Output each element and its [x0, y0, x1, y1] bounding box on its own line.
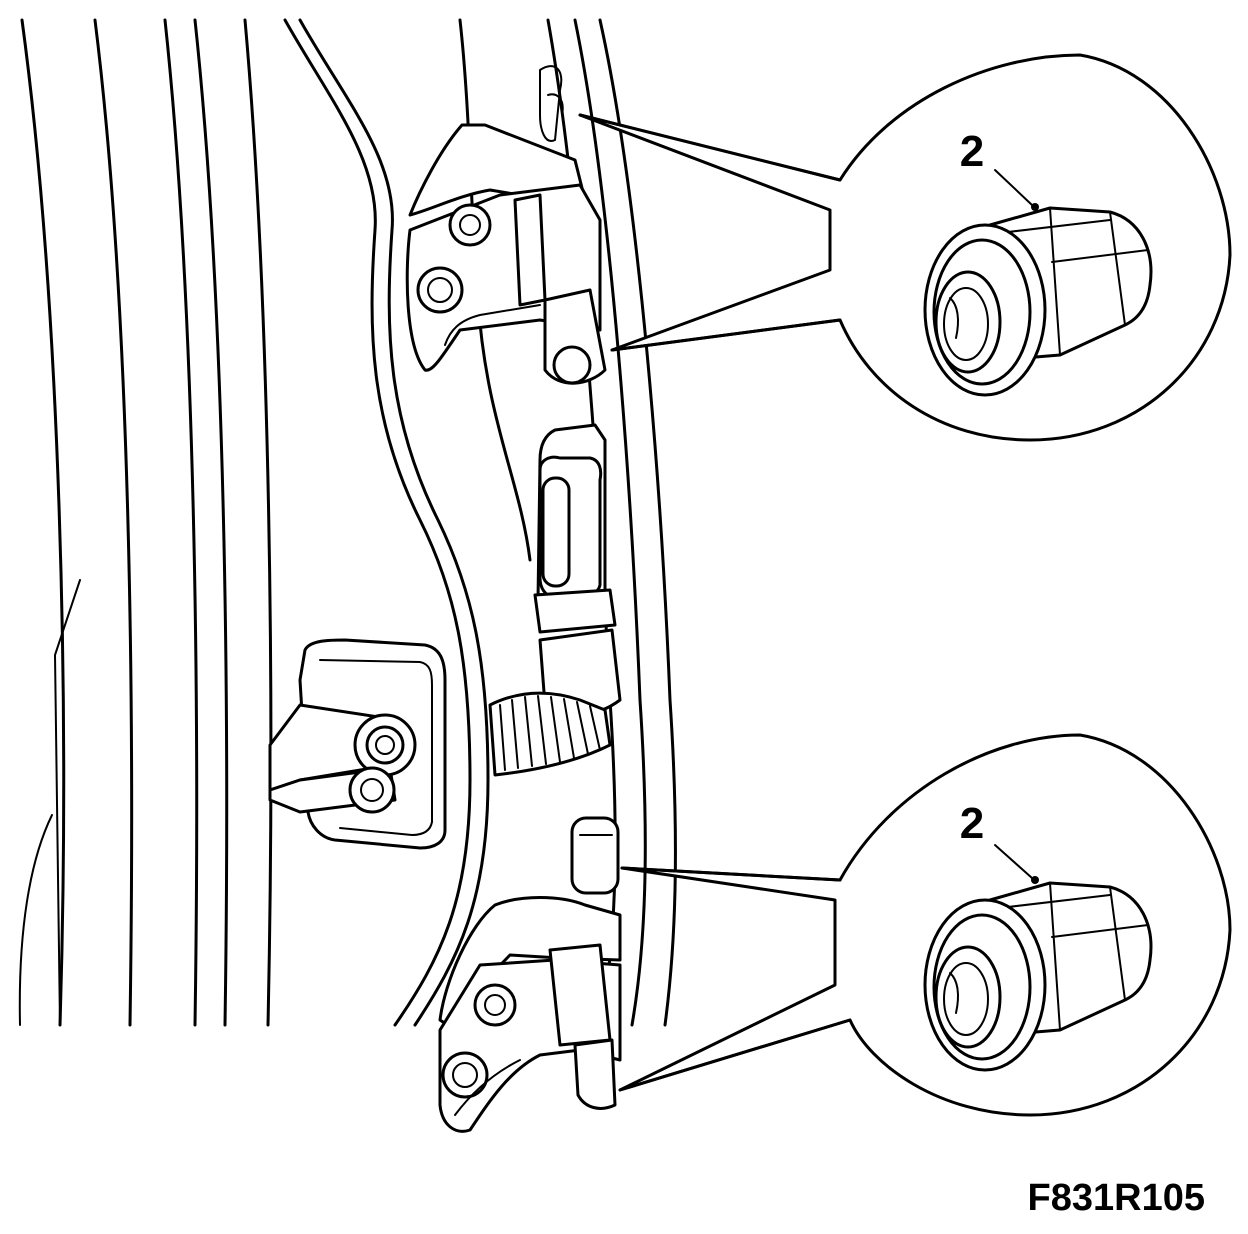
lower-hinge — [438, 816, 622, 1133]
callout-number-upper: 2 — [960, 127, 984, 176]
callout-upper: 2 — [578, 53, 1232, 442]
hinge-nut-upper — [923, 206, 1153, 397]
upper-hinge — [405, 65, 607, 385]
hinge-nut-lower — [923, 881, 1153, 1072]
wiring-connector — [488, 423, 622, 777]
callout-lower: 2 — [618, 733, 1232, 1117]
callout-number-lower: 2 — [960, 799, 984, 848]
figure-code: F831R105 — [1028, 1177, 1205, 1219]
door-check-strap — [268, 638, 447, 850]
bellows-boot — [488, 691, 612, 777]
